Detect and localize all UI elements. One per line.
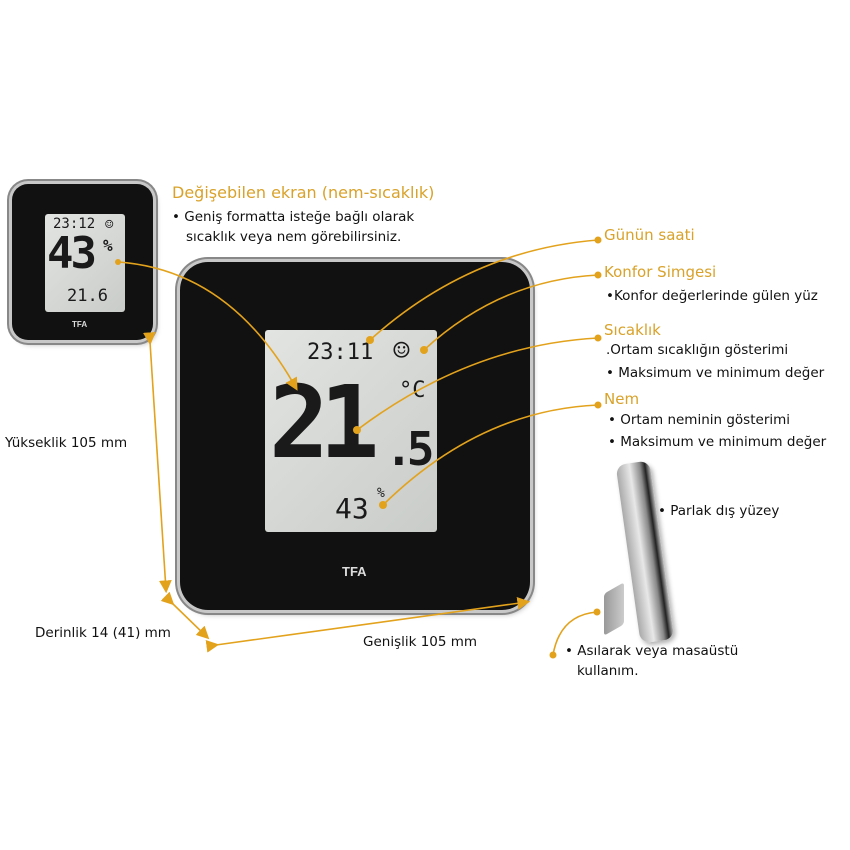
comfort-icon-title: Konfor Simgesi bbox=[604, 263, 717, 281]
small-device-screen: 23:12 ☺ 43 % 21.6 bbox=[45, 214, 125, 312]
depth-label: Derinlik 14 (41) mm bbox=[35, 625, 171, 641]
main-temp-decimal: .5 bbox=[385, 422, 434, 476]
changeable-display-line: • Geniş formatta isteğe bağlı olarak bbox=[172, 209, 415, 225]
small-time: 23:12 bbox=[53, 216, 96, 232]
main-humidity-unit: % bbox=[377, 486, 385, 501]
temperature-bullet: • Maksimum ve minimum değer bbox=[606, 365, 825, 381]
mounting-note: • Asılarak veya masaüstü bbox=[565, 643, 739, 659]
comfort-bullet: •Konfor değerlerinde gülen yüz bbox=[606, 288, 818, 304]
main-device-image: 23:11 ☺ 21 °C .5 43 % TFA bbox=[180, 262, 530, 610]
main-temp-unit: °C bbox=[399, 378, 426, 403]
main-humidity: 43 bbox=[335, 492, 369, 525]
humidity-title: Nem bbox=[604, 390, 640, 408]
height-arrow bbox=[142, 332, 172, 594]
temperature-bullet: .Ortam sıcaklığın gösterimi bbox=[606, 342, 789, 358]
time-of-day-title: Günün saati bbox=[604, 226, 695, 244]
small-tfa-logo: TFA bbox=[72, 320, 88, 329]
main-temp-integer: 21 bbox=[269, 364, 379, 481]
changeable-display-line: sıcaklık veya nem görebilirsiniz. bbox=[186, 229, 402, 245]
small-temp: 21.6 bbox=[67, 286, 108, 306]
temperature-title: Sıcaklık bbox=[604, 321, 661, 339]
small-humidity-unit: % bbox=[103, 236, 113, 255]
small-device-image: 23:12 ☺ 43 % 21.6 TFA bbox=[12, 184, 153, 340]
height-label: Yükseklik 105 mm bbox=[5, 435, 128, 451]
mounting-note: kullanım. bbox=[577, 663, 639, 679]
side-device-stand bbox=[604, 582, 624, 636]
main-tfa-logo: TFA bbox=[342, 564, 367, 579]
small-humidity: 43 bbox=[47, 228, 97, 279]
smiley-icon: ☺ bbox=[105, 217, 114, 233]
width-label: Genişlik 105 mm bbox=[363, 634, 478, 650]
smiley-icon: ☺ bbox=[393, 334, 410, 367]
changeable-display-title: Değişebilen ekran (nem-sıcaklık) bbox=[172, 183, 435, 202]
side-device-image bbox=[615, 460, 675, 644]
main-time: 23:11 bbox=[307, 340, 374, 365]
surface-note: • Parlak dış yüzey bbox=[658, 503, 780, 519]
humidity-bullet: • Maksimum ve minimum değer bbox=[608, 434, 827, 450]
humidity-bullet: • Ortam neminin gösterimi bbox=[608, 412, 791, 428]
main-device-screen: 23:11 ☺ 21 °C .5 43 % bbox=[265, 330, 437, 532]
